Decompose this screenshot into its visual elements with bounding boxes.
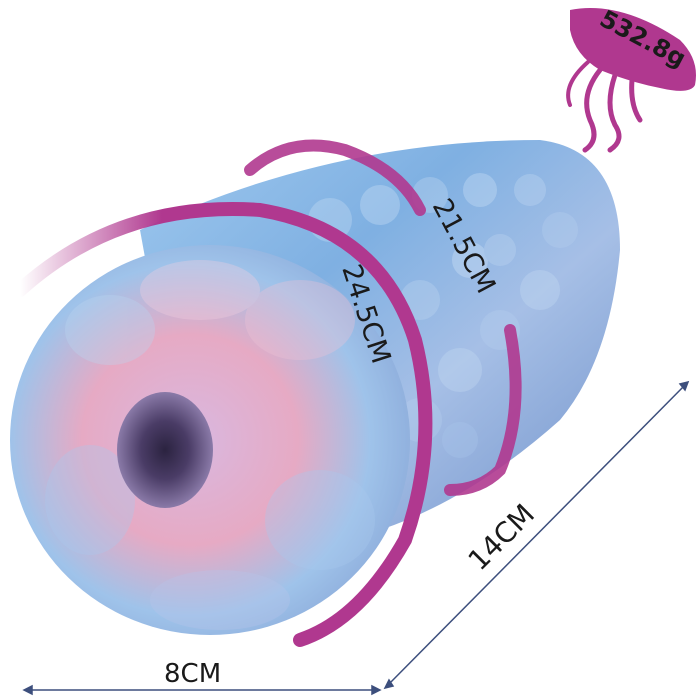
front-circumference-arc <box>13 202 433 647</box>
jellyfish-icon <box>566 8 696 153</box>
diameter-label: 8CM <box>164 659 221 689</box>
diameter-dimension-line <box>22 684 382 696</box>
length-dimension-line <box>383 380 690 690</box>
product-opening <box>117 392 213 508</box>
product-body <box>10 140 620 635</box>
length-label: 14CM <box>462 498 541 577</box>
face-texture <box>45 260 375 630</box>
rear-circumference-arc <box>244 139 522 496</box>
